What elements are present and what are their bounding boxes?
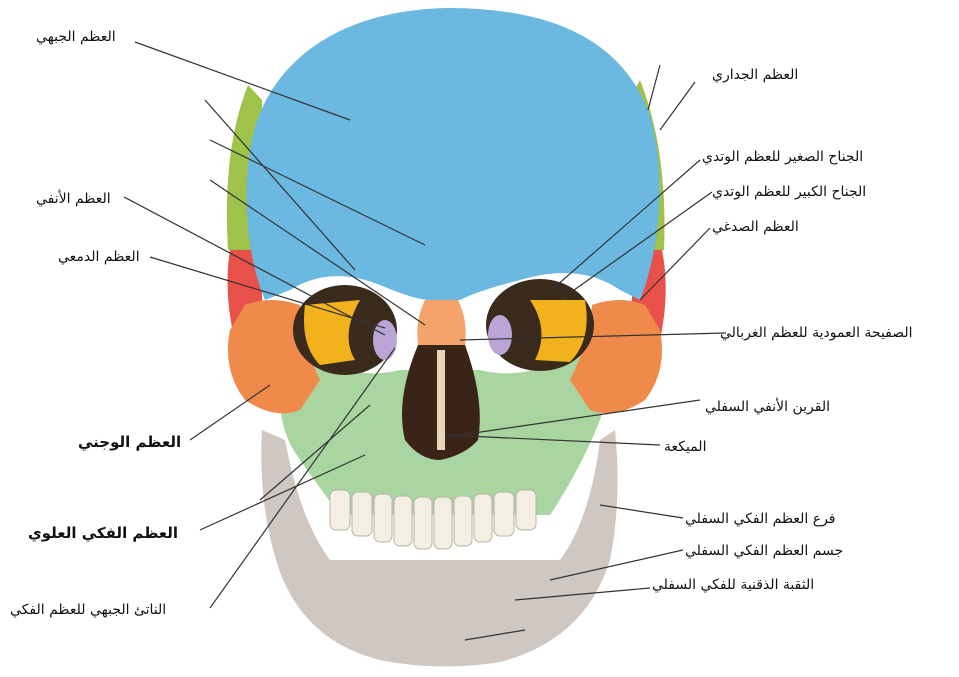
vomer bbox=[437, 350, 445, 450]
label-nasal-bone: العظم الأنفي bbox=[36, 190, 111, 208]
label-lacrimal-bone: العظم الدمعي bbox=[58, 248, 140, 266]
nasal-bone bbox=[417, 300, 465, 345]
lacrimal-right bbox=[488, 315, 512, 355]
label-ramus-mandible: فرع العظم الفكي السفلي bbox=[685, 510, 836, 528]
label-frontal-process-maxilla: الناتئ الجبهي للعظم الفكي bbox=[10, 601, 166, 619]
label-temporal-bone: العظم الصدغي bbox=[712, 218, 799, 236]
label-vomer: الميكعة bbox=[664, 438, 706, 456]
label-mental-foramen: الثقبة الذقنية للفكي السفلي bbox=[652, 576, 814, 594]
label-perpendicular-plate-ethmoid: الصفيحة العمودية للعظم الغربالي bbox=[720, 324, 913, 342]
label-inferior-nasal-concha: القرين الأنفي السفلي bbox=[705, 398, 830, 416]
label-frontal-bone: العظم الجبهي bbox=[36, 28, 116, 46]
frontal-bone bbox=[246, 8, 659, 300]
label-greater-wing-sphenoid: الجناح الكبير للعظم الوتدي bbox=[712, 183, 866, 201]
label-zygomatic-bone: العظم الوجني bbox=[78, 433, 181, 451]
label-maxilla: العظم الفكي العلوي bbox=[28, 524, 178, 542]
label-lesser-wing-sphenoid: الجناح الصغير للعظم الوتدي bbox=[702, 148, 863, 166]
label-body-mandible: جسم العظم الفكي السفلي bbox=[685, 542, 843, 560]
label-parietal-bone: العظم الجداري bbox=[712, 66, 798, 84]
